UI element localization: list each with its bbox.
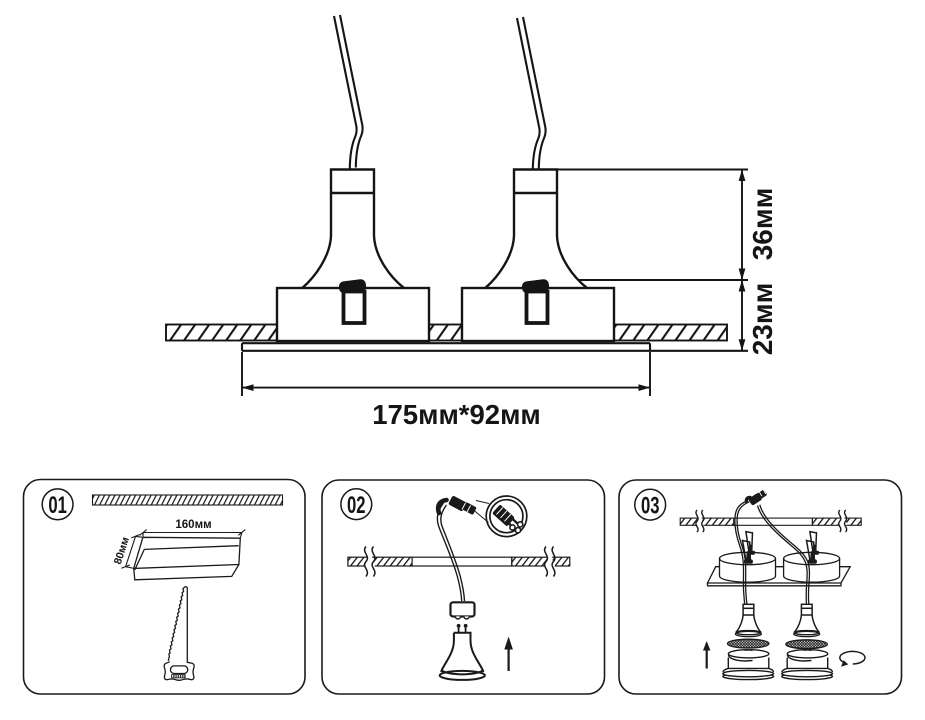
svg-text:175мм*92мм: 175мм*92мм <box>372 399 541 430</box>
svg-text:80мм: 80мм <box>112 536 132 566</box>
svg-text:36мм: 36мм <box>747 188 778 261</box>
svg-text:23мм: 23мм <box>747 283 778 356</box>
svg-text:03: 03 <box>641 492 660 519</box>
svg-text:01: 01 <box>48 492 67 519</box>
svg-text:160мм: 160мм <box>175 519 211 531</box>
svg-text:02: 02 <box>347 492 366 519</box>
